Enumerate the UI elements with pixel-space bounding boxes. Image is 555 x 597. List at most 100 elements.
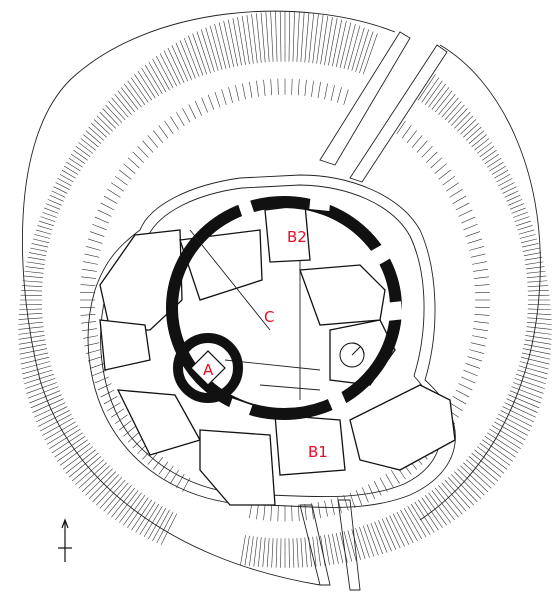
slope-hatch-line bbox=[148, 61, 167, 93]
slope-hatch-line bbox=[496, 417, 528, 436]
slope-hatch-line bbox=[479, 145, 495, 158]
inner-hatch-line bbox=[430, 157, 443, 169]
inner-hatch-line bbox=[362, 487, 369, 503]
moat-outer-edge bbox=[21, 10, 396, 586]
north-arrow-icon bbox=[58, 518, 72, 562]
slope-hatch-line bbox=[23, 275, 44, 279]
inner-hatch-line bbox=[355, 490, 363, 506]
slope-hatch-line bbox=[73, 149, 88, 161]
slope-hatch-line bbox=[117, 90, 136, 113]
slope-hatch-line bbox=[292, 538, 295, 568]
slope-hatch-line bbox=[18, 335, 45, 340]
inner-hatch-line bbox=[158, 461, 169, 475]
inner-hatch-line bbox=[473, 328, 489, 332]
slope-hatch-line bbox=[38, 220, 55, 227]
moat-slope-hatching bbox=[18, 11, 552, 568]
slope-hatch-line bbox=[465, 459, 495, 485]
inner-hatch-line bbox=[474, 284, 490, 286]
slope-hatch-line bbox=[447, 477, 474, 506]
inner-hatch-line bbox=[472, 261, 487, 265]
inner-hatch-line bbox=[467, 356, 483, 362]
south-bridge bbox=[299, 499, 361, 591]
slope-hatch-line bbox=[192, 33, 208, 75]
slope-hatch-line bbox=[362, 525, 375, 557]
slope-hatch-line bbox=[156, 511, 174, 544]
slope-hatch-line bbox=[65, 449, 96, 474]
slope-hatch-line bbox=[328, 18, 338, 66]
slope-hatch-line bbox=[237, 16, 246, 65]
slope-hatch-line bbox=[520, 356, 550, 365]
slope-hatch-line bbox=[44, 421, 76, 441]
slope-hatch-line bbox=[251, 14, 258, 64]
slope-hatch-line bbox=[484, 153, 500, 164]
inner-hatch-line bbox=[474, 314, 490, 316]
inner-hatch-line bbox=[201, 97, 208, 113]
slope-hatch-line bbox=[514, 378, 545, 389]
slope-hatch-line bbox=[24, 270, 44, 274]
inner-hatch-line bbox=[235, 85, 240, 101]
inner-hatch-line bbox=[176, 112, 185, 127]
slope-hatch-line bbox=[83, 134, 99, 148]
slope-hatch-line bbox=[508, 199, 523, 206]
inner-hatch-line bbox=[401, 125, 412, 139]
slope-hatch-line bbox=[107, 485, 132, 515]
inner-hatch-line bbox=[465, 363, 481, 369]
slope-hatch-line bbox=[270, 11, 274, 62]
slope-hatch-line bbox=[275, 11, 278, 62]
slope-hatch-line bbox=[45, 203, 61, 210]
slope-hatch-line bbox=[482, 439, 513, 462]
slope-hatch-line bbox=[504, 190, 519, 198]
slope-hatch-line bbox=[502, 406, 535, 423]
slope-hatch-line bbox=[526, 326, 552, 330]
slope-hatch-line bbox=[62, 446, 94, 470]
slope-hatch-line bbox=[26, 261, 45, 265]
slope-hatch-line bbox=[111, 487, 136, 518]
slope-hatch-line bbox=[498, 413, 531, 432]
courtyard-label: C bbox=[264, 308, 274, 326]
slope-hatch-line bbox=[457, 115, 474, 132]
slope-hatch-line bbox=[511, 386, 543, 399]
slope-hatch-line bbox=[400, 509, 418, 542]
slope-hatch-line bbox=[447, 104, 465, 123]
inner-hatch-line bbox=[263, 79, 266, 96]
slope-hatch-line bbox=[21, 361, 51, 370]
inner-hatch-line bbox=[452, 195, 467, 204]
slope-hatch-line bbox=[460, 119, 477, 135]
slope-hatch-line bbox=[526, 321, 552, 325]
slope-hatch-line bbox=[244, 535, 250, 566]
slope-hatch-line bbox=[522, 247, 540, 252]
slope-hatch-line bbox=[324, 535, 330, 566]
inner-hatch-line bbox=[455, 389, 470, 398]
slope-hatch-line bbox=[359, 31, 374, 74]
slope-hatch-line bbox=[160, 513, 178, 545]
inner-hatch-line bbox=[455, 202, 470, 211]
slope-hatch-line bbox=[40, 216, 56, 222]
slope-hatch-line bbox=[196, 31, 211, 74]
inner-hatch-line bbox=[118, 169, 132, 180]
slope-hatch-line bbox=[351, 27, 365, 71]
slope-hatch-line bbox=[525, 266, 545, 270]
slope-hatch-line bbox=[108, 101, 126, 121]
slope-hatch-line bbox=[75, 145, 91, 158]
slope-hatch-line bbox=[521, 243, 539, 248]
inner-hatch-line bbox=[80, 314, 96, 316]
slope-hatch-line bbox=[482, 149, 497, 161]
slope-hatch-line bbox=[152, 58, 170, 91]
inner-hatch-line bbox=[97, 383, 112, 391]
slope-hatch-line bbox=[241, 15, 250, 65]
slope-hatch-line bbox=[407, 505, 427, 538]
slope-hatch-line bbox=[496, 174, 511, 183]
inner-hatch-line bbox=[469, 246, 484, 251]
slope-hatch-line bbox=[183, 37, 200, 77]
slope-hatch-line bbox=[46, 425, 79, 445]
range-buildings bbox=[99, 204, 456, 506]
slope-hatch-line bbox=[35, 229, 52, 235]
inner-hatch-line bbox=[81, 276, 97, 279]
inner-hatch-line bbox=[110, 408, 125, 418]
slope-hatch-line bbox=[498, 178, 513, 187]
slope-hatch-line bbox=[527, 308, 551, 311]
slope-hatch-line bbox=[32, 238, 50, 244]
inner-hatch-line bbox=[458, 209, 473, 217]
slope-hatch-line bbox=[32, 398, 64, 413]
inner-hatch-line bbox=[461, 216, 476, 224]
